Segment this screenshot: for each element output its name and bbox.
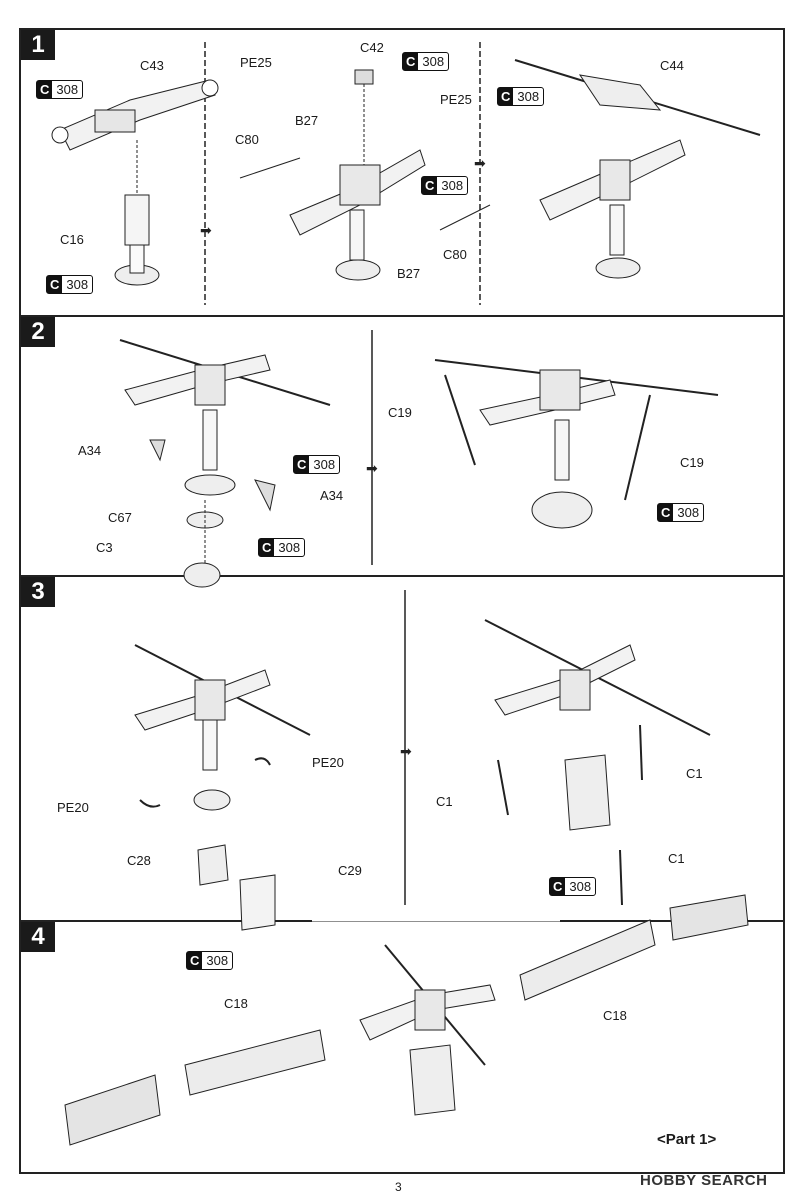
step3-left-art	[134, 644, 311, 931]
part-label: <Part 1>	[657, 1131, 717, 1148]
label-c43: C43	[140, 58, 164, 73]
step1-middle-art	[239, 69, 491, 281]
label-a34-b: A34	[320, 488, 344, 503]
label-c18-a: C18	[224, 996, 248, 1011]
label-b27-b: B27	[397, 266, 421, 281]
label-c3: C3	[96, 540, 113, 555]
step-number-4: 4	[21, 922, 55, 952]
label-c42: C42	[360, 40, 384, 55]
step1-arrow-2-icon: ➡	[474, 155, 486, 171]
label-c16: C16	[60, 232, 84, 247]
label-b27-a: B27	[295, 113, 319, 128]
step2-left-art	[119, 339, 331, 588]
step1-arrow-1-icon: ➡	[200, 222, 212, 238]
step-number-2: 2	[21, 317, 55, 347]
label-c1-a: C1	[686, 766, 703, 781]
c43-hub-art	[51, 79, 219, 151]
label-c80-b: C80	[443, 247, 467, 262]
label-c19-b: C19	[680, 455, 704, 470]
step3-arrow-icon: ➡	[400, 743, 412, 759]
label-a34-a: A34	[78, 443, 102, 458]
label-c19-a: C19	[388, 405, 412, 420]
page-number: 3	[395, 1180, 402, 1194]
label-c29: C29	[338, 863, 362, 878]
label-c67: C67	[108, 510, 132, 525]
step1-right-art	[514, 59, 761, 279]
label-c18-b: C18	[603, 1008, 627, 1023]
label-c1-c: C1	[668, 851, 685, 866]
step2-right-art	[434, 359, 719, 529]
label-pe20-a: PE20	[312, 755, 344, 770]
step-4-panel	[19, 920, 785, 1174]
label-pe25-b: PE25	[440, 92, 472, 107]
step2-arrow-icon: ➡	[366, 460, 378, 476]
step-number-3: 3	[21, 577, 55, 607]
step4-art	[64, 894, 749, 1146]
label-c44: C44	[660, 58, 684, 73]
label-c1-b: C1	[436, 794, 453, 809]
step3-right-art	[484, 619, 711, 906]
watermark: HOBBY SEARCH	[640, 1172, 768, 1189]
step-number-1: 1	[21, 30, 55, 60]
c16-mast-art	[114, 140, 160, 286]
label-c80-a: C80	[235, 132, 259, 147]
label-pe25-a: PE25	[240, 55, 272, 70]
step-2-panel	[19, 315, 785, 577]
label-c28: C28	[127, 853, 151, 868]
label-pe20-b: PE20	[57, 800, 89, 815]
